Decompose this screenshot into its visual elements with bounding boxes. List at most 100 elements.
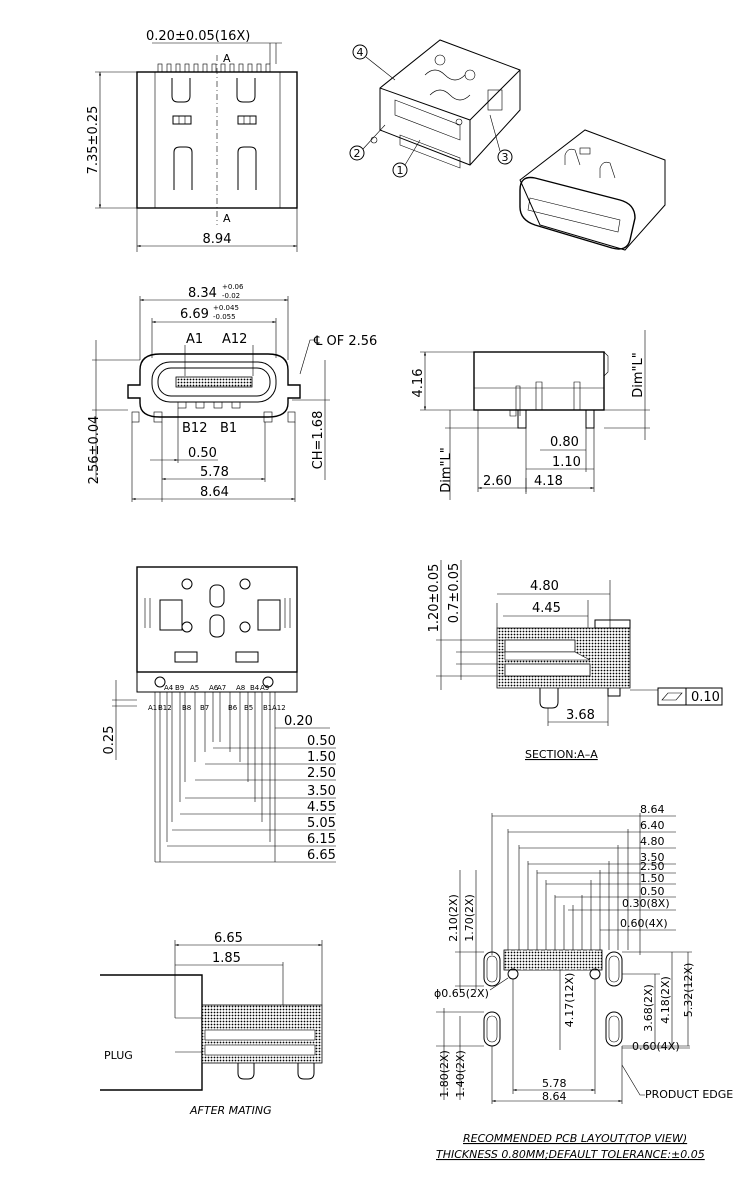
dim-260: 2.60: [483, 474, 512, 489]
dim-025: 0.25: [102, 726, 117, 755]
pcb-title: RECOMMENDED PCB LAYOUT(TOP VIEW): [463, 1132, 687, 1145]
inner-width-dim: 6.69: [180, 307, 209, 322]
dim-578: 5.78: [200, 465, 229, 480]
dim-050: 0.50: [188, 446, 217, 461]
pcb-dim-250: 2.50: [640, 860, 665, 873]
bdim-665: 6.65: [307, 848, 336, 863]
bdim-050: 0.50: [307, 734, 336, 749]
label-b1: B1: [220, 421, 237, 436]
top-view: A A 0.20±0.05(16X) 7.35±0.25 8.94: [86, 29, 298, 252]
bdim-505: 5.05: [307, 816, 336, 831]
pin-bottom-b5: B5: [244, 704, 253, 712]
pin-top-a6: A6: [209, 684, 219, 692]
callout-4: 4: [357, 46, 364, 59]
outer-tol-minus: -0.02: [222, 292, 240, 300]
flatness-value: 0.10: [691, 690, 720, 705]
inner-tol-plus: +0.045: [213, 304, 239, 312]
label-b12: B12: [182, 421, 207, 436]
bdim-350: 3.50: [307, 784, 336, 799]
pin-top-a9: A9: [260, 684, 269, 692]
pin-bottom-a1: A1: [148, 704, 157, 712]
side-height: 4.16: [411, 369, 426, 398]
sec-dim-445: 4.45: [532, 601, 561, 616]
pcb-top-dims: 8.64 6.40 4.80 3.50 2.50 1.50 0.50 0.30(…: [492, 803, 676, 931]
pcb-dim-210: 2.10(2X): [447, 894, 460, 942]
bdim-020: 0.20: [284, 714, 313, 729]
ch-dim: CH=1.68: [311, 411, 326, 470]
dim-080: 0.80: [550, 435, 579, 450]
pin-top-a4: A4: [164, 684, 174, 692]
pin-top-b4: B4: [250, 684, 260, 692]
pcb-dim-864b: 8.64: [542, 1090, 567, 1103]
pcb-dim-150: 1.50: [640, 872, 665, 885]
pcb-dim-864: 8.64: [640, 803, 665, 816]
bottom-dims: 0.20 0.50 1.50 2.50 3.50 4.55 5.05 6.15 …: [155, 714, 336, 863]
pcb-dim-578: 5.78: [542, 1077, 567, 1090]
pin-top-a7: A7: [217, 684, 226, 692]
product-edge-label: PRODUCT EDGE: [645, 1088, 733, 1101]
outer-width-dim: 8.34: [188, 286, 217, 301]
pin-bottom-a12: A12: [272, 704, 286, 712]
section-title: SECTION:A–A: [525, 748, 598, 761]
label-a12: A12: [222, 332, 247, 347]
bdim-150: 1.50: [307, 750, 336, 765]
pin-top-a8: A8: [236, 684, 245, 692]
pcb-dim-480: 4.80: [640, 835, 665, 848]
plug-label: PLUG: [104, 1049, 133, 1062]
pcb-note: THICKNESS 0.80MM;DEFAULT TOLERANCE:±0.05: [436, 1148, 705, 1161]
front-view: 8.34 +0.06 -0.02 6.69 +0.045 -0.055 A1 A…: [87, 283, 377, 502]
pcb-dim-418: 4.18(2X): [659, 976, 672, 1024]
sec-dim-368: 3.68: [566, 708, 595, 723]
top-height-dim: 7.35±0.25: [86, 106, 101, 175]
after-mating: 6.65 1.85 PLUG AFTER MATING: [100, 931, 323, 1117]
pcb-layout: 8.64 6.40 4.80 3.50 2.50 1.50 0.50 0.30(…: [434, 803, 733, 1161]
callout-2: 2: [354, 147, 361, 160]
callout-1: 1: [397, 164, 404, 177]
mate-dim-665: 6.65: [214, 931, 243, 946]
dim-l-right: Dim"L": [631, 352, 646, 398]
dim-418: 4.18: [534, 474, 563, 489]
pcb-dim-180: 1.80(2X): [438, 1050, 451, 1098]
pcb-dim-050: 0.50: [640, 885, 665, 898]
label-a1: A1: [186, 332, 203, 347]
pcb-dim-170: 1.70(2X): [463, 894, 476, 942]
bottom-view: A4 B9 A5 A6 A7 A8 B4 A9 A1 B12 B8 B7 B6 …: [102, 566, 336, 863]
pin-bottom-b12: B12: [158, 704, 172, 712]
sec-dim-480: 4.80: [530, 579, 559, 594]
pin-bottom-b7: B7: [200, 704, 209, 712]
pcb-dim-060: 0.60(4X): [620, 917, 668, 930]
pcb-dim-368: 3.68(2X): [642, 984, 655, 1032]
dim-864: 8.64: [200, 485, 229, 500]
isometric-views: 4 2 1 3: [349, 39, 666, 251]
pcb-dim-532: 5.32(12X): [682, 963, 695, 1018]
pcb-dim-060b: 0.60(4X): [632, 1040, 680, 1053]
pcb-dim-417: 4.17(12X): [563, 973, 576, 1028]
pin-bottom-b8: B8: [182, 704, 191, 712]
front-height-dim: 2.56±0.04: [87, 416, 102, 485]
pcb-dim-640: 6.40: [640, 819, 665, 832]
dim-110: 1.10: [552, 455, 581, 470]
callout-3: 3: [502, 151, 509, 164]
side-view: 4.16 Dim"L" Dim"L" 0.80 1.10 2.60 4.18: [411, 330, 650, 500]
section-mark-bottom: A: [223, 212, 231, 225]
bdim-250: 2.50: [307, 766, 336, 781]
inner-tol-minus: -0.055: [213, 313, 236, 321]
sec-dim-07: 0.7±0.05: [447, 563, 462, 624]
pin-top-a5: A5: [190, 684, 199, 692]
bdim-455: 4.55: [307, 800, 336, 815]
bdim-615: 6.15: [307, 832, 336, 847]
section-mark-top: A: [223, 52, 231, 65]
centerline-note: ℄ OF 2.56: [313, 334, 377, 349]
dim-l-left: Dim"L": [439, 447, 454, 493]
pitch-dim: 0.20±0.05(16X): [146, 29, 250, 44]
mate-dim-185: 1.85: [212, 951, 241, 966]
pcb-dim-350: 3.50: [640, 851, 665, 864]
pin-bottom-b6: B6: [228, 704, 238, 712]
section-aa: 4.80 4.45 1.20±0.05 0.7±0.05 3.68 0.10 S…: [427, 560, 723, 761]
top-width-dim: 8.94: [203, 232, 232, 247]
pin-bottom-b1: B1: [263, 704, 272, 712]
pin-top-b9: B9: [175, 684, 184, 692]
sec-dim-120: 1.20±0.05: [427, 564, 442, 633]
